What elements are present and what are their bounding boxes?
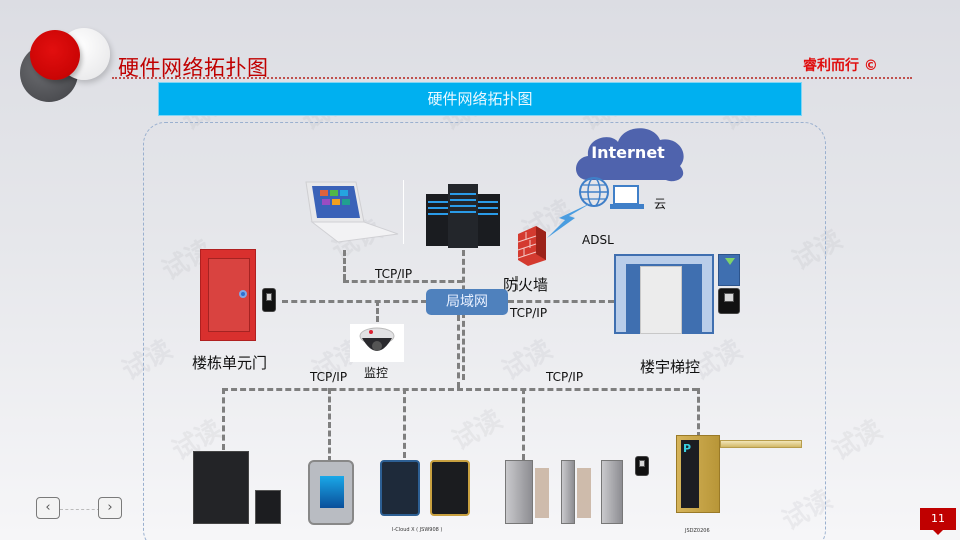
logo-circle-red [30, 30, 80, 80]
link-lan-bottom [457, 315, 460, 388]
parking-p-icon: P [683, 442, 692, 455]
face-screen [320, 476, 344, 508]
turnstile-reader-icon [635, 456, 649, 476]
door-knob-icon [239, 290, 247, 298]
adsl-label: ADSL [582, 233, 614, 247]
page-number-badge: 11 [920, 508, 956, 530]
link-laptop-server [343, 280, 463, 283]
elevator-call-panel [718, 254, 740, 286]
title-divider [112, 77, 912, 79]
banner-title: 硬件网络拓扑图 [427, 90, 533, 108]
drop-turnstile [522, 388, 525, 460]
prev-slide-button[interactable]: ‹ [36, 497, 60, 519]
separator [403, 180, 404, 244]
next-slide-button[interactable]: › [98, 497, 122, 519]
lan-node: 局域网 [426, 289, 508, 315]
adsl-lightning-icon [547, 202, 593, 238]
drop-face-terminal [328, 388, 331, 462]
card-reader-icon [262, 288, 276, 312]
elevator-label: 楼宇梯控 [640, 358, 701, 376]
drop-barrier [697, 388, 700, 438]
icloud-caption: I-Cloud X ( JSW908 ) [392, 527, 443, 533]
firewall-label: 防火墙 [503, 276, 549, 294]
diagram-frame [143, 122, 826, 540]
card-reader-device [255, 490, 281, 524]
section-banner: 硬件网络拓扑图 [158, 82, 802, 116]
elevator-door [640, 266, 682, 334]
protocol-label-right: TCP/IP [546, 370, 584, 384]
door-label: 楼栋单元门 [192, 354, 268, 372]
face-recognition-terminal [308, 460, 354, 525]
link-lan-elevator [508, 300, 614, 303]
brand-label: 睿利而行 © [803, 58, 878, 74]
turnstile-gate [505, 458, 625, 524]
link-firewall [515, 276, 518, 290]
icloud-terminal-gold [430, 460, 470, 516]
watermark: 试读 [827, 414, 888, 467]
barrier-arm [720, 440, 802, 448]
link-laptop [343, 250, 346, 280]
protocol-label-left: TCP/IP [310, 370, 348, 384]
internet-cloud-icon [576, 128, 684, 182]
protocol-label-top: TCP/IP [375, 267, 413, 281]
laptop-icon [305, 181, 399, 243]
internet-label: Internet [591, 143, 665, 162]
access-controller-device [193, 451, 249, 524]
protocol-label-lan: TCP/IP [510, 306, 548, 320]
page-title: 硬件网络拓扑图 [118, 56, 269, 80]
elevator-reader-icon [718, 288, 740, 314]
camera-label: 监控 [364, 366, 389, 380]
firewall-icon [517, 226, 546, 266]
globe-laptop-icon [579, 177, 644, 209]
drop-controller [222, 388, 225, 450]
parking-barrier-device: P [676, 435, 720, 513]
link-bottom-bus [222, 388, 698, 391]
nav-connector [60, 509, 100, 510]
camera-icon [350, 324, 404, 362]
link-door-lan [282, 300, 427, 303]
cloud-caption: 云 [654, 197, 667, 211]
drop-icloud [403, 388, 406, 458]
down-arrow-icon [725, 258, 735, 265]
page-number-pointer [933, 530, 943, 535]
barrier-caption: JSDZ0206 [685, 528, 710, 534]
server-icon [426, 184, 500, 248]
icloud-terminal-blue [380, 460, 420, 516]
link-server-trunk [462, 250, 465, 380]
link-camera [376, 300, 379, 322]
